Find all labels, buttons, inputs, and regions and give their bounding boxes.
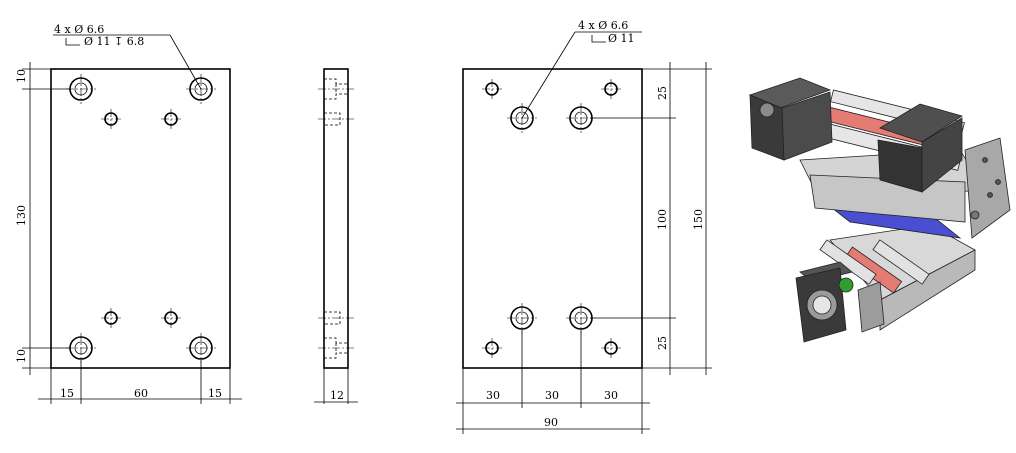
isometric-assembly: [748, 77, 1011, 343]
right-callout-line1: 4 x Ø 6.6: [578, 19, 628, 32]
left-callout-line2: Ø 11 ↧ 6.8: [84, 35, 144, 48]
right-end-plate: [964, 137, 1011, 239]
upper-left-block-side: [781, 91, 833, 161]
side-center-marks: [318, 88, 354, 349]
carriage-side: [921, 117, 963, 193]
left-small-holes: [104, 112, 178, 325]
right-plate-outline: [462, 68, 643, 369]
lower-gray-rod-b: [872, 239, 930, 285]
upper-left-bore: [759, 102, 775, 118]
left-dim-top: 10: [15, 69, 28, 83]
left-counterbore-holes: [69, 77, 213, 360]
right-dim-middle: 100: [656, 209, 669, 230]
left-vertical-dims: 10 130 10: [15, 62, 70, 375]
right-dim-overall-width: 90: [544, 416, 558, 429]
left-plate-outline: [50, 68, 231, 369]
side-outline: [323, 68, 349, 369]
right-callout-line2: Ø 11: [608, 32, 635, 45]
right-counterbore-holes: [510, 106, 593, 330]
right-dim-bottom: 25: [656, 336, 669, 350]
right-callout: 4 x Ø 6.6 Ø 11: [521, 19, 642, 119]
left-dim-right: 15: [208, 387, 222, 400]
right-dim-overall-height: 150: [692, 209, 705, 230]
side-dims: 12: [314, 368, 358, 404]
right-center-marks: [482, 79, 621, 358]
right-vertical-dims: 25 100 25 150: [590, 62, 712, 375]
lower-end-plate: [857, 281, 885, 333]
green-coupler: [838, 277, 854, 293]
side-dim-thickness: 12: [330, 389, 344, 402]
left-center-marks: [66, 74, 216, 363]
right-dim-col2: 30: [545, 389, 559, 402]
right-dim-top: 25: [656, 86, 669, 100]
right-small-holes: [485, 82, 618, 355]
right-plate-view: 4 x Ø 6.6 Ø 11 25 100 25 150 30 30: [456, 19, 712, 434]
right-dim-col3: 30: [604, 389, 618, 402]
left-dim-height: 130: [15, 205, 28, 226]
left-plate-view: 4 x Ø 6.6 Ø 11 ↧ 6.8 10 130 10 15 60 15: [15, 23, 242, 404]
left-dim-center: 60: [134, 387, 148, 400]
left-callout: 4 x Ø 6.6 Ø 11 ↧ 6.8: [53, 23, 202, 90]
side-view: 12: [314, 68, 358, 404]
left-dim-left: 15: [60, 387, 74, 400]
left-horizontal-dims: 15 60 15: [38, 360, 242, 404]
carriage-top: [879, 103, 963, 143]
side-hidden-lines: [324, 78, 348, 359]
left-callout-line1: 4 x Ø 6.6: [54, 23, 104, 36]
left-dim-bottom: 10: [15, 349, 28, 363]
right-horizontal-dims: 30 30 30 90: [456, 330, 650, 434]
right-dim-col1: 30: [486, 389, 500, 402]
